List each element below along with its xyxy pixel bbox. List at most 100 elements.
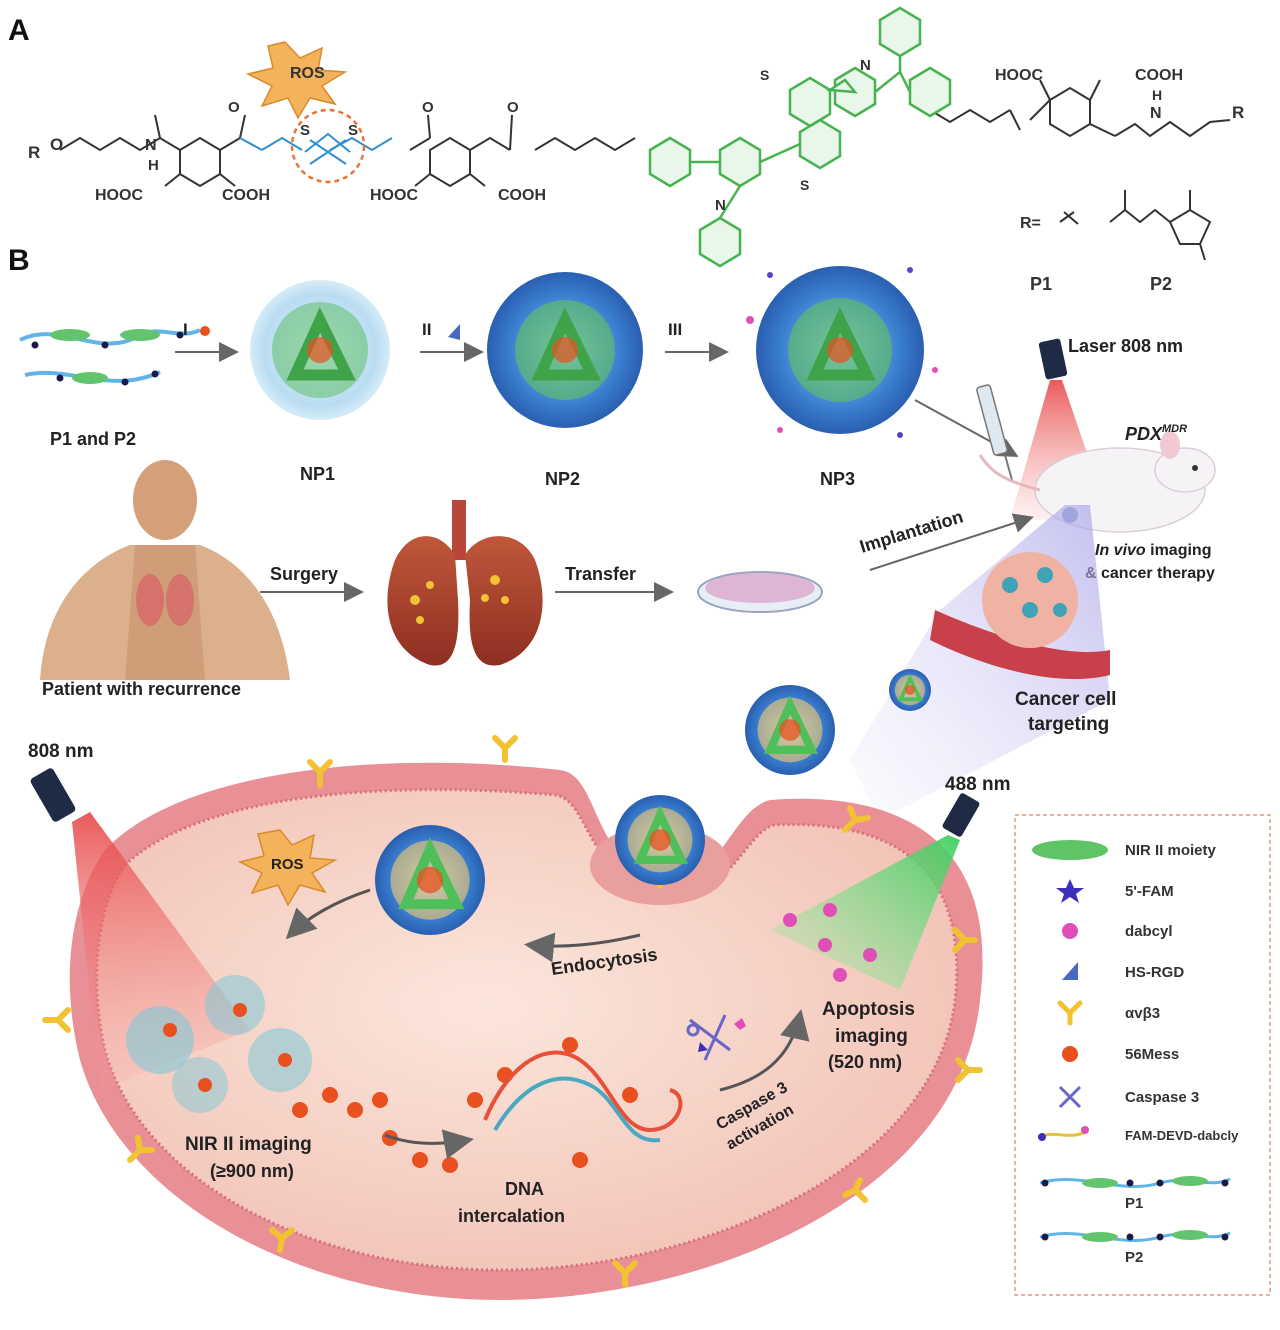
polymer-chains-p1-p2 [19, 328, 201, 386]
chem-s-1: S [300, 122, 310, 139]
legend-label-10: P2 [1125, 1249, 1143, 1266]
chem-hooc-3: HOOC [995, 67, 1043, 84]
label-step-i: I [183, 320, 188, 339]
panel-label-a: A [8, 14, 30, 47]
chem-s-2: S [348, 122, 358, 139]
label-step-ii: II [422, 320, 431, 339]
chem-s-top: S [760, 67, 769, 83]
chem-p2: P2 [1150, 274, 1172, 294]
drug-dot-icon [200, 326, 210, 336]
chem-o-2: O [422, 99, 434, 116]
nir-ii-moiety-icon [1032, 840, 1108, 860]
ros-burst-top: ROS [245, 41, 348, 120]
chem-cooh-2: COOH [498, 187, 546, 204]
label-dna-line1: DNA [505, 1179, 544, 1199]
chem-r-right: R [1232, 103, 1244, 122]
ros-label-cell: ROS [271, 856, 304, 873]
label-apoptosis-line2: imaging [835, 1026, 908, 1047]
label-laser-808-top: Laser 808 nm [1068, 336, 1183, 356]
nanoparticle-np3 [746, 266, 938, 438]
invivo-italic: In vivo [1095, 542, 1146, 559]
dabcyl-icon [1062, 923, 1078, 939]
ros-burst-cell: ROS [237, 829, 338, 907]
label-np2: NP2 [545, 469, 580, 489]
chem-cooh-1: COOH [222, 187, 270, 204]
chem-r-left: R [28, 143, 40, 162]
chem-hooc-2: HOOC [370, 187, 418, 204]
label-invivo-line2: & cancer therapy [1085, 565, 1215, 582]
label-patient: Patient with recurrence [42, 679, 241, 699]
label-np3: NP3 [820, 469, 855, 489]
legend-label-5: αvβ3 [1125, 1005, 1160, 1022]
label-transfer: Transfer [565, 564, 636, 584]
label-nir-line2: (≥900 nm) [210, 1161, 294, 1181]
receptor-icon [1057, 1000, 1083, 1026]
chem-s-bottom: S [800, 177, 809, 193]
56mess-icon [1062, 1046, 1078, 1062]
fam-star-icon [1056, 879, 1084, 903]
arrow-implantation [869, 513, 1034, 571]
chem-o-1: O [228, 99, 240, 116]
pdx-main: PDX [1125, 424, 1163, 444]
polymer-structure [59, 79, 1231, 188]
legend-label-7: Caspase 3 [1125, 1089, 1199, 1106]
chem-o-3: O [507, 99, 519, 116]
legend-items: NIR II moiety5'-FAMdabcylHS-RGDαvβ356Mes… [1032, 840, 1239, 1266]
p2-chain-icon [1039, 1230, 1231, 1242]
nanoparticle-intracellular [375, 825, 485, 935]
label-targeting-line1: Cancer cell [1015, 689, 1116, 710]
label-p1-and-p2: P1 and P2 [50, 429, 136, 449]
chem-n-bottom: N [715, 197, 726, 214]
arrow-intercalation [384, 1129, 474, 1159]
nanoparticle-fragments [126, 975, 312, 1113]
p1-chain-icon [1039, 1176, 1231, 1188]
petri-dish-icon [697, 571, 823, 613]
laser-488 [770, 793, 980, 990]
chem-nh: N [145, 137, 157, 154]
nanoparticle-floating-2 [887, 667, 933, 713]
dabcyl-star-icons [783, 903, 877, 982]
syringe-icon [976, 384, 1013, 481]
label-apoptosis-line1: Apoptosis [822, 999, 915, 1020]
disulfide-bond [290, 108, 366, 184]
arrow-ros-decompose [285, 888, 371, 940]
chem-h-right: H [1152, 87, 1162, 103]
nanoparticle-endocytosis [615, 795, 705, 885]
fam-devd-dabcyl-icon [1038, 1126, 1089, 1141]
chem-h: H [148, 157, 159, 174]
label-808-bottom: 808 nm [28, 741, 93, 762]
invivo-rest: imaging [1146, 542, 1212, 559]
nanoparticle-np1 [250, 280, 390, 420]
legend-label-9: P1 [1125, 1195, 1143, 1212]
chem-hooc-1: HOOC [95, 187, 143, 204]
label-488: 488 nm [945, 774, 1010, 795]
ros-label-top: ROS [290, 65, 325, 82]
label-dna-line2: intercalation [458, 1206, 565, 1226]
label-targeting-line2: targeting [1028, 714, 1109, 735]
label-apoptosis-line3: (520 nm) [828, 1052, 902, 1072]
label-nir-line1: NIR II imaging [185, 1134, 312, 1155]
label-pdx: PDXMDR [1125, 423, 1187, 444]
chem-cooh-3: COOH [1135, 67, 1183, 84]
rgd-triangle-icon [448, 324, 460, 340]
legend-label-4: HS-RGD [1125, 964, 1184, 981]
chem-nh-right: N [1150, 105, 1162, 122]
chem-p1: P1 [1030, 274, 1052, 294]
label-np1: NP1 [300, 464, 335, 484]
label-step-iii: III [668, 320, 682, 339]
dna-helix-icon [483, 1050, 683, 1143]
tumor-vessel-icon [930, 552, 1110, 680]
receptor-icons [42, 735, 983, 1288]
nanoparticle-np2 [487, 272, 643, 428]
chem-n-top: N [860, 57, 871, 74]
nanoparticle-floating-1 [745, 685, 835, 775]
label-implantation: Implantation [857, 506, 965, 556]
hs-rgd-icon [1062, 962, 1078, 980]
patient-figure [40, 460, 290, 680]
legend-label-8: FAM-DEVD-dabcly [1125, 1128, 1239, 1143]
legend-label-6: 56Mess [1125, 1046, 1179, 1063]
label-surgery: Surgery [270, 564, 338, 584]
legend-label-2: 5'-FAM [1125, 883, 1174, 900]
